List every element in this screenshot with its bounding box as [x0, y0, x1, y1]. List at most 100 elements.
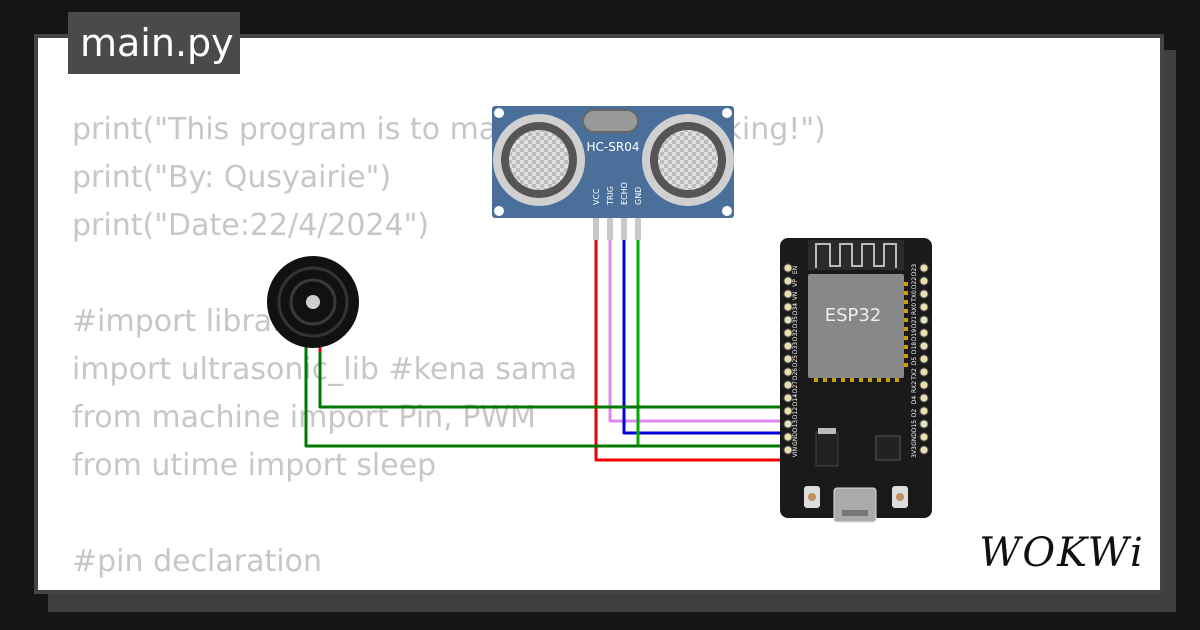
pin-label: D19 [911, 329, 918, 341]
pin-pad[interactable] [919, 328, 929, 338]
pin-label: D35 [792, 316, 799, 328]
castellation-pad [832, 378, 836, 382]
esp32-module [808, 274, 904, 378]
pin-label: VIN [792, 447, 799, 457]
chip-label: ESP32 [825, 305, 882, 326]
pin-label: VP [792, 279, 799, 287]
pin-pad[interactable] [919, 302, 929, 312]
pin-pad[interactable] [919, 419, 929, 429]
pin-label: TX2 [911, 368, 918, 381]
pin-label: D13 [792, 420, 799, 432]
pin-label: D18 [911, 342, 918, 354]
buzzer[interactable] [267, 256, 359, 348]
pin-pad[interactable] [783, 315, 793, 325]
castellation-pad [904, 291, 908, 295]
sensor-pin-label-gnd: GND [634, 187, 643, 205]
castellation-pad [904, 345, 908, 349]
pin-pad[interactable] [919, 380, 929, 390]
pin-label: EN [792, 266, 799, 274]
left-transducer [493, 114, 585, 206]
pin-label: D23 [911, 264, 918, 276]
castellation-pad [877, 378, 881, 382]
wire-buzzer-signal [318, 346, 786, 409]
esp32-board[interactable]: ESP32 ENVPVND34D35D32D33D25D26D27D14D12D… [780, 238, 932, 523]
pin-label: VN [792, 292, 799, 301]
code-line: print("By: Qusyairie") [72, 160, 392, 195]
sensor-pin-label-echo: ECHO [620, 182, 629, 205]
pin-pad[interactable] [783, 302, 793, 312]
castellation-pad [814, 378, 818, 382]
pin-pad[interactable] [783, 432, 793, 442]
castellation-pad [895, 378, 899, 382]
wire-buzzer-gnd [304, 346, 786, 448]
pin-pad[interactable] [783, 445, 793, 455]
sensor-pin-label-vcc: VCC [592, 188, 601, 205]
pin-pad[interactable] [919, 276, 929, 286]
castellation-pad [904, 318, 908, 322]
pin-pad[interactable] [919, 263, 929, 273]
pin-label: D32 [792, 329, 799, 341]
pin-pad[interactable] [783, 276, 793, 286]
file-tab[interactable]: main.py [68, 12, 240, 74]
castellation-pad [904, 300, 908, 304]
pin-label: D27 [792, 381, 799, 393]
pin-pad[interactable] [783, 328, 793, 338]
wire-gnd-sensor [636, 238, 786, 448]
wire-vcc [594, 238, 786, 462]
pin-label: D21 [911, 316, 918, 328]
pin-pad[interactable] [919, 445, 929, 455]
pin-label: D26 [792, 368, 799, 380]
pin-pad[interactable] [919, 354, 929, 364]
pin-pad[interactable] [919, 432, 929, 442]
sensor-header-pins [593, 218, 641, 240]
pin-label: D14 [792, 394, 799, 406]
wokwi-logo: WOKWi [979, 530, 1143, 576]
module-castellations [814, 282, 908, 382]
wifi-antenna-trace [815, 243, 897, 268]
pin-pad[interactable] [783, 341, 793, 351]
pin-label: RX0 [911, 303, 918, 315]
pin-pad[interactable] [919, 341, 929, 351]
sensor-pin-label-trig: TRIG [606, 186, 615, 206]
pin-label: D4 [911, 396, 918, 405]
voltage-regulator [815, 431, 839, 467]
pin-pad[interactable] [783, 289, 793, 299]
pin-label: GND [792, 432, 799, 446]
pin-label: D25 [792, 355, 799, 367]
left-pin-header: EN VP VN D34D35D32D33D25D26D27D14D12D13GNDV… [783, 263, 799, 457]
ultrasonic-sensor[interactable]: HC-SR04 VCC TRIG ECHO GND [492, 106, 734, 240]
pin-pad[interactable] [783, 354, 793, 364]
castellation-pad [904, 327, 908, 331]
castellation-pad [841, 378, 845, 382]
pin-pad[interactable] [783, 419, 793, 429]
right-pin-header: D23D22TX0RX0D21D19D18D5TX2RX2D4D2D15GND3… [911, 263, 929, 458]
pin-pad[interactable] [919, 393, 929, 403]
castellation-pad [859, 378, 863, 382]
pin-pad[interactable] [919, 367, 929, 377]
pin-label: D34 [792, 303, 799, 315]
code-line: from utime import sleep [72, 448, 437, 483]
castellation-pad [904, 282, 908, 286]
pin-pad[interactable] [783, 393, 793, 403]
pin-pad[interactable] [919, 406, 929, 416]
pin-label: D22 [911, 277, 918, 289]
code-line: #pin declaration [72, 544, 322, 579]
pin-label: RX2 [911, 381, 918, 393]
sensor-model-label: HC-SR04 [587, 140, 640, 154]
pin-label: D12 [792, 407, 799, 419]
pin-pad[interactable] [783, 406, 793, 416]
usb-chip [875, 435, 901, 461]
pin-label: D33 [792, 342, 799, 354]
pin-pad[interactable] [783, 367, 793, 377]
pin-label: D2 [911, 409, 918, 418]
pin-pad[interactable] [919, 315, 929, 325]
code-line: print("Date:22/4/2024") [72, 208, 430, 243]
pin-pad[interactable] [919, 289, 929, 299]
pin-pad[interactable] [783, 380, 793, 390]
pin-label: GND [911, 432, 918, 446]
pin-label: D5 [911, 357, 918, 366]
wire-trig [608, 238, 786, 423]
castellation-pad [904, 309, 908, 313]
castellation-pad [823, 378, 827, 382]
pin-pad[interactable] [783, 263, 793, 273]
